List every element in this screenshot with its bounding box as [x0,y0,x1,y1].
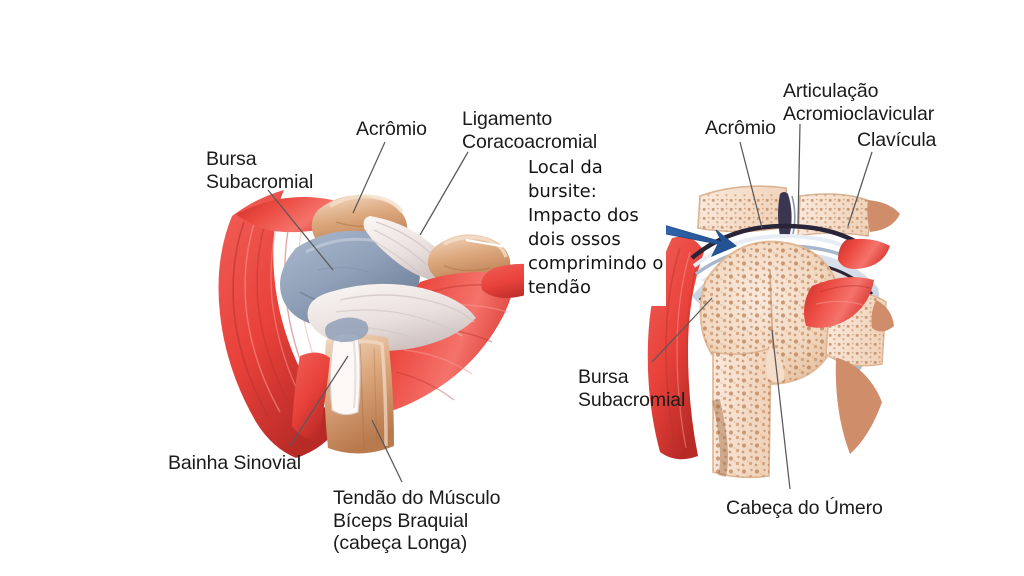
label-cabeca-do-umero: Cabeça do Úmero [726,497,883,520]
label-line-2: Acromioclavicular [783,102,935,125]
left-leader-lines [267,141,469,483]
label-line-1: Acrômio [356,118,427,140]
label-line-1: Bainha Sinovial [168,452,301,474]
label-line-2: Subacromial [206,170,314,193]
label-line-1: Bursa [578,366,629,388]
label-line-2: Bíceps Braquial [333,509,469,532]
label-bainha-sinovial: Bainha Sinovial [168,452,301,475]
left-shoulder-anterior-view [218,141,556,483]
synovial-sheath [325,317,369,342]
label-line-2: Subacromial [578,388,686,411]
label-acromio-left: Acrômio [356,118,427,141]
biceps-long-head-tendon [329,332,361,416]
trapezius-muscle-right [838,238,890,269]
bursite-arrow [655,223,737,257]
label-acromio-right: Acrômio [705,117,776,140]
label-line-1: Articulação [783,80,879,102]
label-line-1: Clavícula [857,129,937,151]
acromioclavicular-joint [778,192,796,238]
clavicle-bone [797,193,900,237]
muscle-strip-lower-left [292,352,330,442]
rotator-cuff-muscle-right [804,277,874,328]
label-line-1: Cabeça do Úmero [726,497,883,519]
label-line-1: Bursa [206,148,257,170]
label-clavicula: Clavícula [857,129,936,152]
label-line-2: Coracoacromial [462,130,598,153]
right-leader-lines [651,123,873,490]
right-shoulder-coronal-section [647,123,900,490]
annotation-local-da-bursite: Local da bursite: Impacto dos dois ossos… [524,152,666,306]
label-line-1: Ligamento [462,108,553,130]
humerus-shaft-right [712,346,772,479]
annotation-leader-line [465,238,525,252]
label-line-1: Acrômio [705,117,776,139]
label-line-3: (cabeça Longa) [333,532,468,555]
label-line-1: Tendão do Músculo [333,487,501,509]
